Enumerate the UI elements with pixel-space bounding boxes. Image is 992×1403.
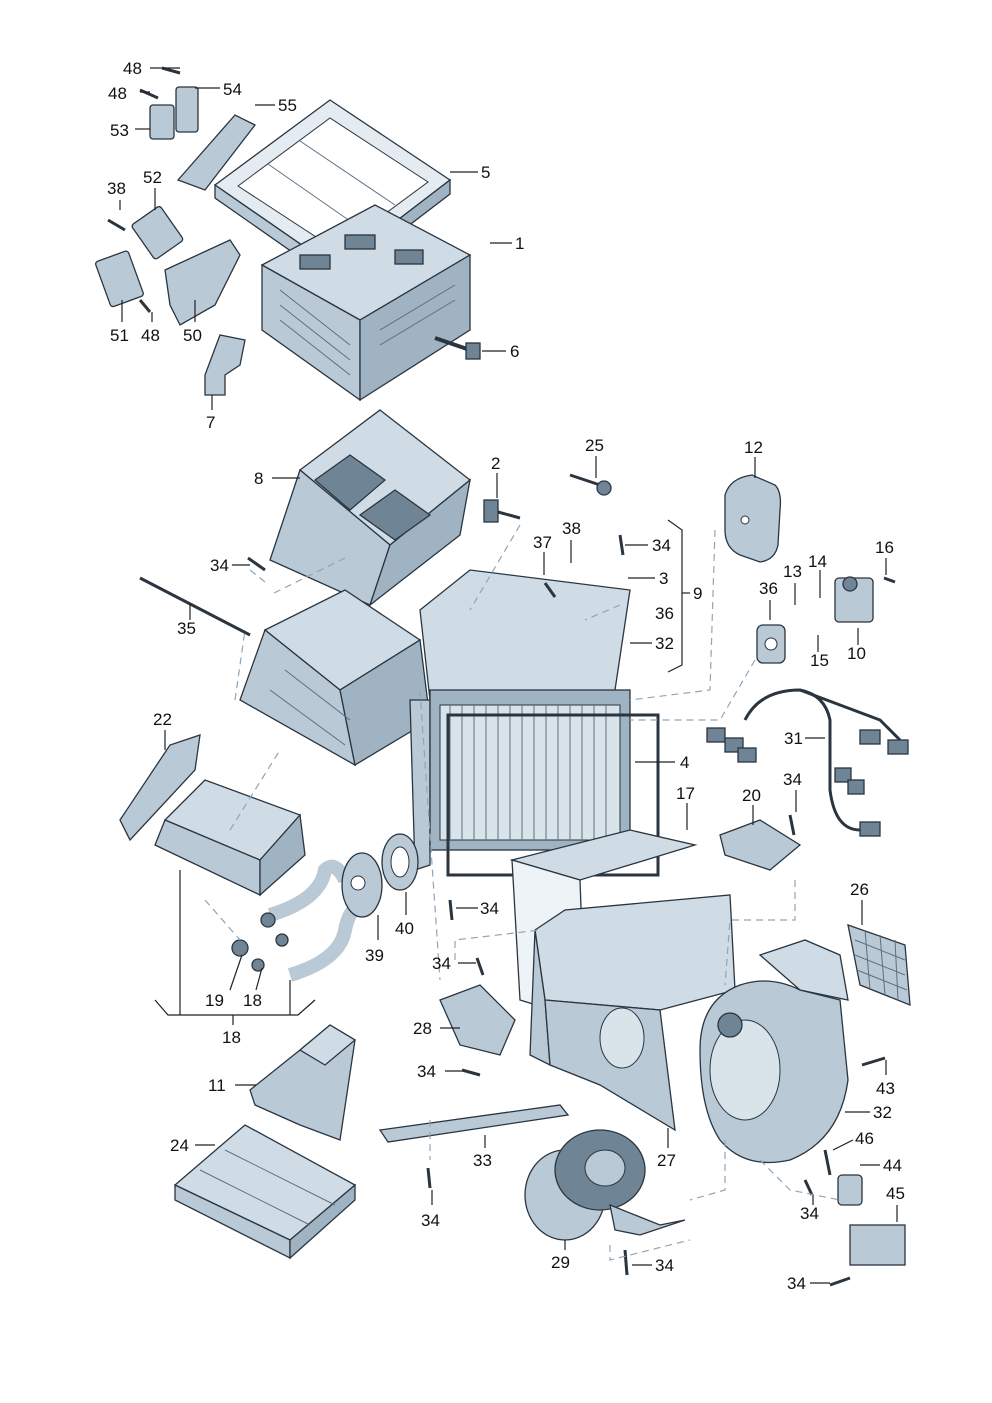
callout-48: 48 <box>123 59 142 78</box>
part-actuators-top-left <box>95 86 256 326</box>
callout-52: 52 <box>143 168 162 187</box>
part-35-rod <box>139 576 251 637</box>
callout-39: 39 <box>365 946 384 965</box>
callout-51: 51 <box>110 326 129 345</box>
part-27-housing <box>529 894 736 1132</box>
callout-4: 4 <box>680 753 689 772</box>
part-21-resistor <box>719 819 802 871</box>
callout-21: 20 <box>742 786 761 805</box>
callout-35: 35 <box>177 619 196 638</box>
part-upper-housing <box>260 204 472 402</box>
callout-1: 1 <box>515 234 524 253</box>
part-31-harness <box>706 688 909 837</box>
callout-28: 28 <box>413 1019 432 1038</box>
callout-33: 33 <box>473 1151 492 1170</box>
callout-labels: 48 48 54 55 53 5 38 52 1 51 48 50 6 7 12… <box>107 59 905 1293</box>
callout-34: 34 <box>652 536 671 555</box>
callout-8: 8 <box>254 469 263 488</box>
callout-24: 24 <box>170 1136 189 1155</box>
callout-50: 50 <box>183 326 202 345</box>
part-evaporator-housing <box>409 569 631 871</box>
part-blower-housing <box>699 939 849 1164</box>
callout-11: 11 <box>208 1076 226 1095</box>
part-44-45-46 <box>823 1149 906 1266</box>
callout-34: 34 <box>783 770 802 789</box>
callout-25: 25 <box>585 436 604 455</box>
callout-34: 34 <box>800 1204 819 1223</box>
callout-44: 44 <box>883 1156 902 1175</box>
callout-34: 34 <box>210 556 229 575</box>
callout-34: 34 <box>480 899 499 918</box>
callout-36: 36 <box>655 604 674 623</box>
callout-54: 54 <box>223 80 242 99</box>
callout-6: 6 <box>510 342 519 361</box>
callout-32: 32 <box>873 1103 892 1122</box>
part-11-duct <box>249 1024 357 1141</box>
callout-19: 18 <box>243 991 262 1010</box>
callout-53: 53 <box>110 121 129 140</box>
callout-55: 55 <box>278 96 297 115</box>
part-mid-housing <box>269 409 472 607</box>
callout-17: 17 <box>676 784 695 803</box>
callout-14: 14 <box>808 552 827 571</box>
callout-2: 2 <box>491 454 500 473</box>
part-28-module <box>439 984 516 1056</box>
part-6-screw <box>434 336 481 360</box>
callout-34: 34 <box>417 1062 436 1081</box>
callout-34: 34 <box>432 954 451 973</box>
part-lower-housing <box>239 589 431 767</box>
part-22-bracket <box>119 734 201 842</box>
callout-34: 34 <box>655 1256 674 1275</box>
part-4-evaporator <box>429 689 660 877</box>
callout-32: 32 <box>655 634 674 653</box>
callout-29: 29 <box>551 1253 570 1272</box>
callout-46: 46 <box>855 1129 874 1148</box>
part-12-cover <box>724 474 782 563</box>
parts-illustration <box>95 66 911 1287</box>
callout-34: 34 <box>787 1274 806 1293</box>
callout-43: 43 <box>876 1079 895 1098</box>
callout-7: 7 <box>206 413 215 432</box>
callout-18: 18 <box>222 1028 241 1047</box>
callout-37: 37 <box>533 533 552 552</box>
part-7-bracket <box>204 334 246 396</box>
callout-34: 34 <box>421 1211 440 1230</box>
callout-26: 26 <box>850 880 869 899</box>
part-24-tray <box>173 1124 357 1260</box>
callout-13: 13 <box>783 562 802 581</box>
part-26-grille <box>847 924 911 1006</box>
callout-5: 5 <box>481 163 490 182</box>
callout-40: 40 <box>395 919 414 938</box>
callout-22: 22 <box>153 710 172 729</box>
callout-10: 10 <box>847 644 866 663</box>
callout-38: 38 <box>107 179 126 198</box>
part-33-strip <box>378 1104 570 1143</box>
callout-36: 36 <box>759 579 778 598</box>
part-18-heater-core <box>154 779 306 897</box>
callout-9: 9 <box>693 584 702 603</box>
callout-20: 19 <box>205 991 224 1010</box>
callout-12: 12 <box>744 438 763 457</box>
callout-48: 48 <box>108 84 127 103</box>
callout-48: 48 <box>141 326 160 345</box>
callout-31: 31 <box>784 729 803 748</box>
callout-15: 15 <box>810 651 829 670</box>
part-36-gasket <box>756 624 786 664</box>
part-25-bolt <box>569 473 612 496</box>
assembly-lines <box>204 524 841 1261</box>
part-2-sensor <box>483 499 521 523</box>
callout-16: 16 <box>875 538 894 557</box>
part-39-40-seals <box>341 833 419 918</box>
part-screws <box>107 66 896 1287</box>
callout-45: 45 <box>886 1184 905 1203</box>
callout-3: 3 <box>659 569 668 588</box>
part-29-blower-motor <box>524 1129 686 1241</box>
callout-27: 27 <box>657 1151 676 1170</box>
callout-38: 38 <box>562 519 581 538</box>
part-10-valve <box>834 576 874 623</box>
leader-lines <box>119 67 898 1284</box>
